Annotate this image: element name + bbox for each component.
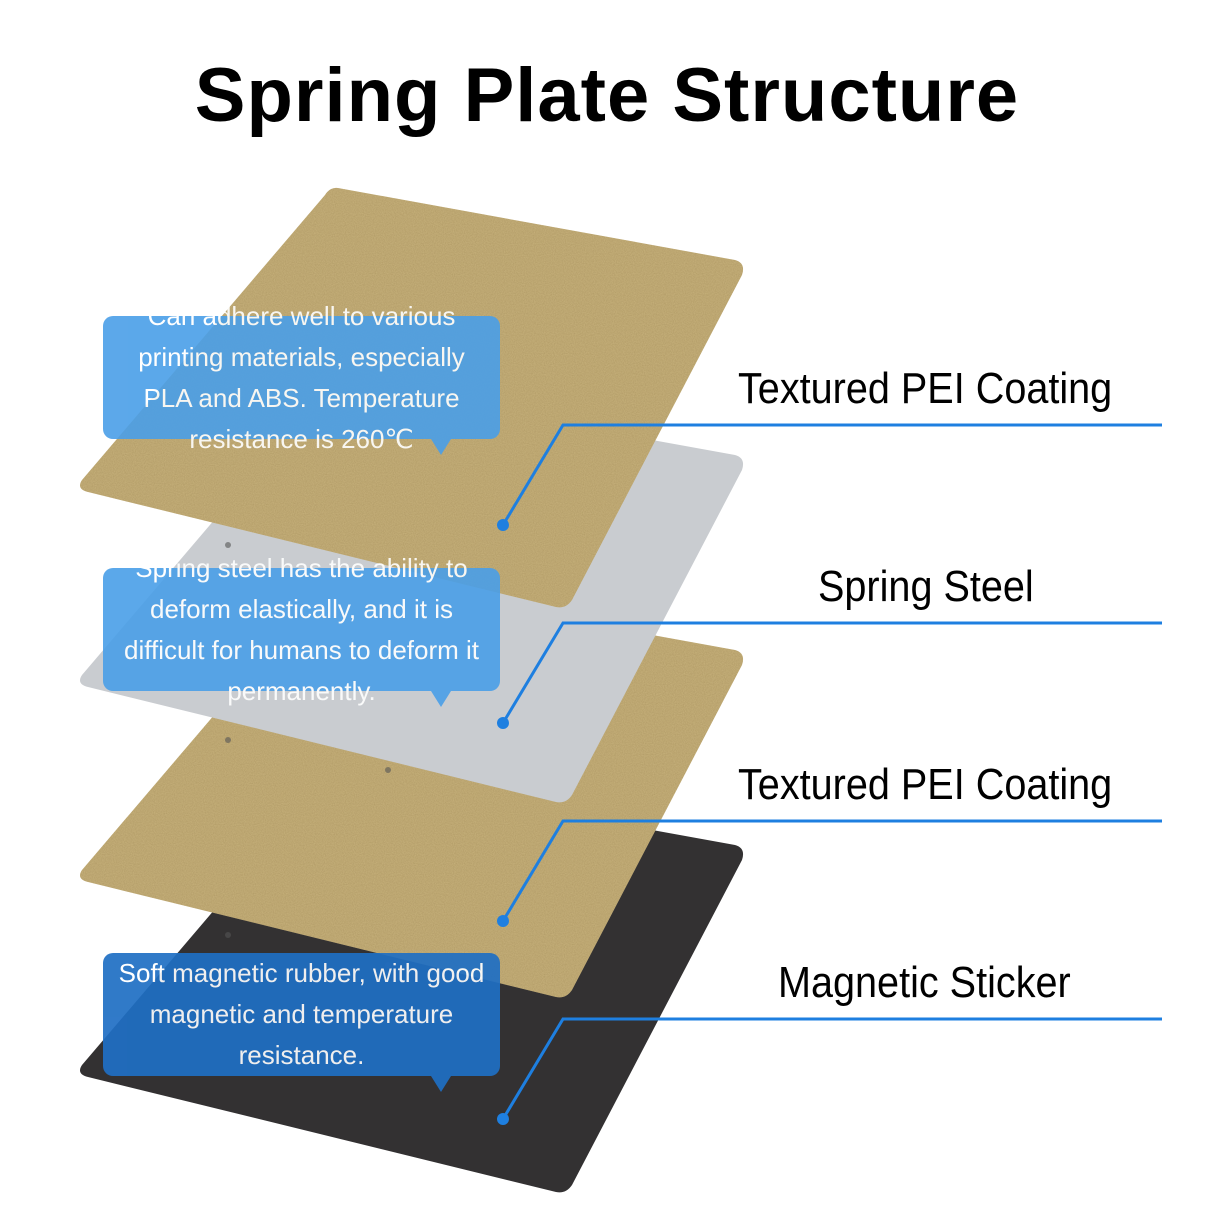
layer-description-callout: Spring steel has the ability to deform e… [103, 553, 500, 707]
layer-label: Textured PEI Coating [738, 760, 1113, 809]
callout-text: Soft magnetic rubber, with good magnetic… [118, 958, 485, 1070]
mount-hole [225, 542, 231, 548]
callout-text: Can adhere well to various printing mate… [138, 300, 465, 454]
layer-label: Magnetic Sticker [778, 958, 1071, 1007]
leader-dot [497, 717, 509, 729]
leader-line [501, 1017, 1162, 1120]
leader-line [501, 819, 1162, 922]
layer-description-callout: Can adhere well to various printing mate… [103, 301, 500, 455]
mount-hole [225, 932, 231, 938]
leader-line [501, 621, 1162, 724]
layer-description-callout: Soft magnetic rubber, with good magnetic… [103, 953, 500, 1092]
mount-hole [225, 737, 231, 743]
layer-label: Textured PEI Coating [738, 364, 1113, 413]
leader-dot [497, 915, 509, 927]
leader-line [501, 423, 1162, 526]
callout-text: Spring steel has the ability to deform e… [123, 552, 479, 706]
leader-dot [497, 519, 509, 531]
mount-hole [385, 767, 391, 773]
layer-label: Spring Steel [818, 562, 1034, 611]
leader-dot [497, 1113, 509, 1125]
page-title: Spring Plate Structure [194, 53, 1020, 138]
